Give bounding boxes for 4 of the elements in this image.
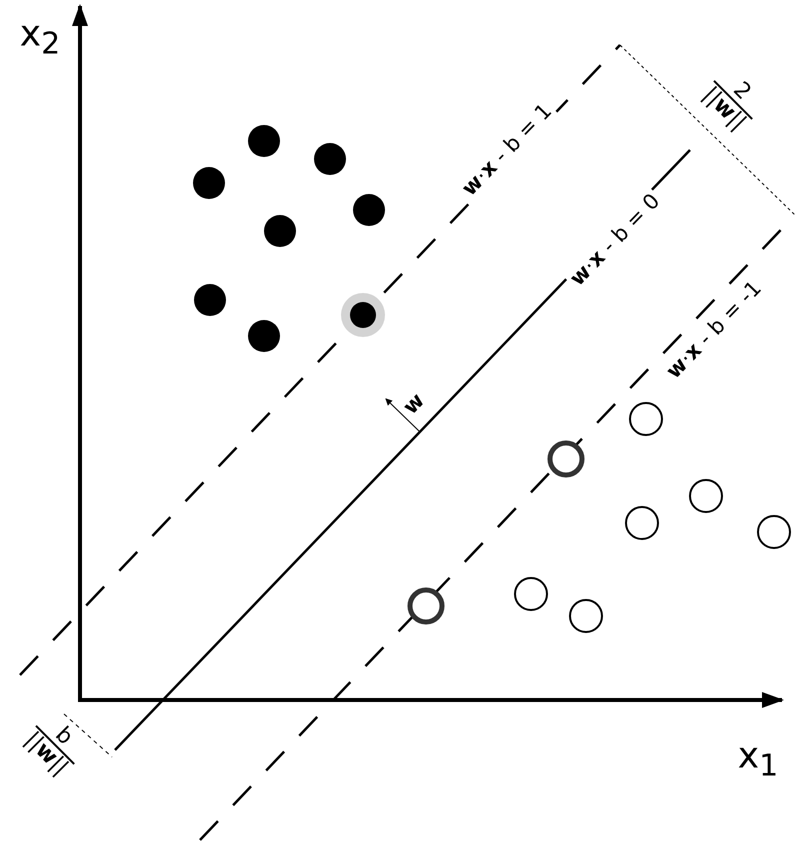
fraction-numerator: 2 — [728, 78, 755, 104]
fraction-numerator: b — [50, 723, 77, 750]
axis-label: x$_{2}$ — [20, 16, 60, 60]
axis-label: x$_{1}$ — [738, 738, 778, 782]
